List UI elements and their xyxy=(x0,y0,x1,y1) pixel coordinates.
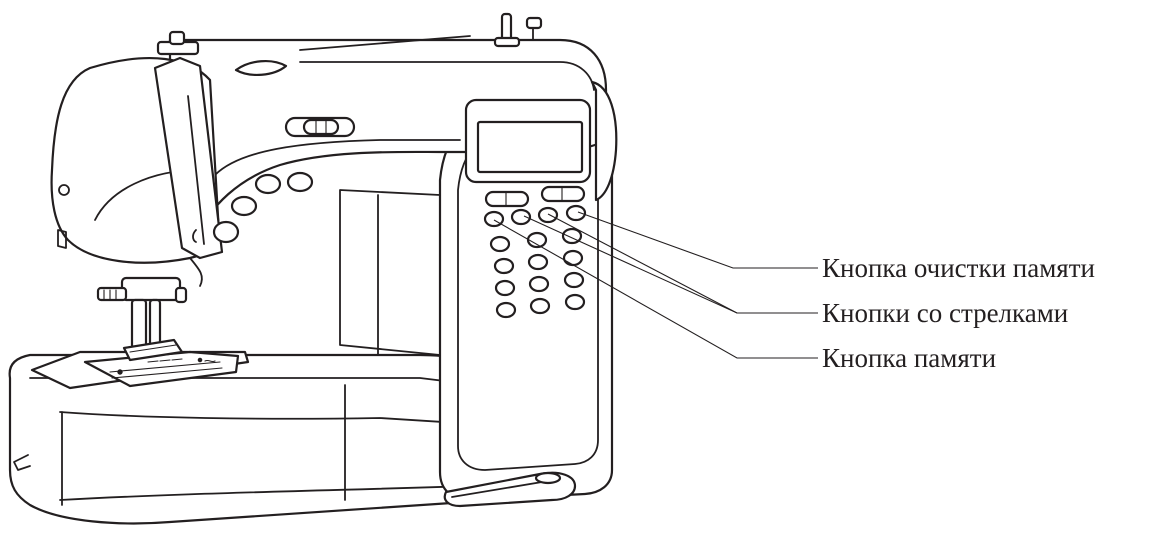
presser-foot-assembly xyxy=(98,278,186,360)
machine-head xyxy=(52,32,222,286)
callout-memory-clear: Кнопка очистки памяти xyxy=(822,253,1095,283)
callout-memory: Кнопка памяти xyxy=(822,343,996,373)
callout-arrow-buttons: Кнопки со стрелками xyxy=(822,298,1068,328)
lcd-screen xyxy=(466,100,590,182)
arrow-right-button xyxy=(539,208,557,222)
callout-labels: Кнопка очистки памяти Кнопки со стрелкам… xyxy=(822,253,1095,373)
